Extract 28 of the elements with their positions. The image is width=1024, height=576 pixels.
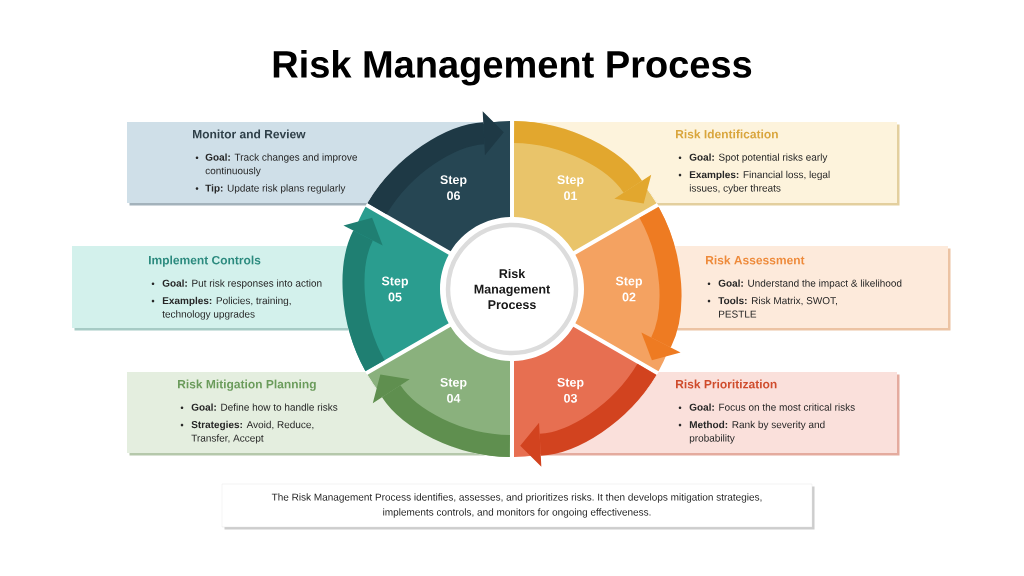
title: Risk Management Process: [273, 49, 752, 86]
bullet-text: Tip: Update risk plans regularly: [205, 184, 346, 194]
curved-arrow: [639, 207, 682, 361]
bullet-text: Tools: Risk Matrix, SWOT, PESTLE: [718, 296, 837, 318]
curved-arrow: [520, 363, 657, 467]
card-heading: Monitor and Review: [193, 129, 306, 139]
curved-arrow: [372, 374, 511, 457]
curved-arrow: [342, 217, 385, 371]
bullet-text: Goal: Define how to handle risks: [191, 403, 338, 411]
bullet-text: Goal: Understand the impact & likelihood: [718, 279, 902, 289]
card-heading: Risk Assessment: [706, 255, 805, 265]
bullet-text: Method: Rank by severity and probability: [689, 420, 825, 444]
step-segment: Step 03: [514, 326, 657, 457]
step-segment: Step 06: [367, 121, 510, 252]
card-heading: Risk Identification: [676, 129, 778, 139]
card-heading: Implement Controls: [149, 255, 261, 267]
bullet-text: Examples: Financial loss, legal issues, cyber threats: [689, 170, 830, 194]
card-heading: Risk Mitigation Planning: [178, 379, 316, 391]
caption-box: The Risk Management Process identifies, assesses, and prioritizes risks. It then develops mitigation strategies, implements controls, and monitors for ongoing effectiveness.: [221, 483, 815, 530]
bullet-text: Goal: Spot potential risks early: [689, 153, 828, 163]
bullet-text: Goal: Focus on the most critical risks: [689, 403, 855, 411]
bullet-text: Examples: Policies, training, technology upgrades: [162, 296, 291, 320]
curved-arrow: [513, 121, 652, 204]
bullet-text: Strategies: Avoid, Reduce, Transfer, Accept: [191, 420, 314, 444]
bullet-text: Goal: Put risk responses into action: [162, 279, 322, 289]
bullet-text: Goal: Track changes and improve continuously: [205, 153, 357, 177]
curved-arrow: [367, 111, 504, 215]
card-heading: Risk Prioritization: [676, 379, 777, 389]
